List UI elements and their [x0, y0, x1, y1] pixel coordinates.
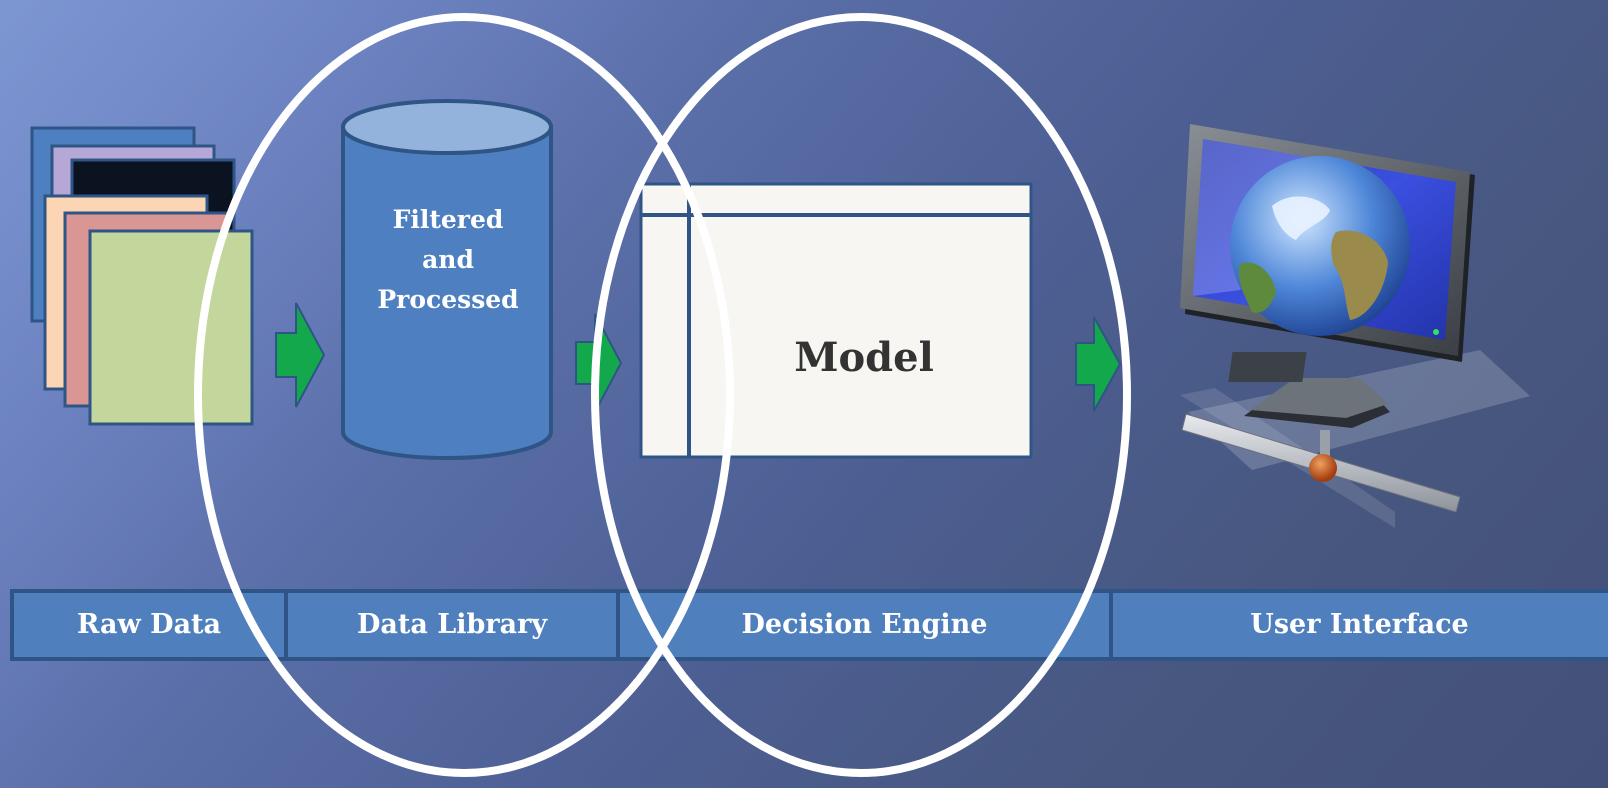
right-arrow-icon — [1075, 316, 1122, 412]
document-stack-icon — [30, 126, 254, 426]
document-sheet — [88, 229, 254, 426]
data-library-ellipse — [194, 13, 734, 777]
stage-label-decision-engine: Decision Engine — [741, 608, 988, 640]
computer-monitor-icon — [1180, 124, 1530, 528]
model-label: Model — [794, 334, 934, 381]
stage-label-data-library: Data Library — [356, 608, 548, 640]
database-label: Filtered and Processed — [343, 200, 553, 320]
stage-label-band — [10, 589, 1608, 661]
data-library-cell — [284, 589, 620, 661]
database-label-line3: Processed — [377, 285, 519, 314]
database-label-line1: Filtered — [392, 205, 504, 234]
stage-label-user-interface: User Interface — [1250, 608, 1469, 640]
right-arrow-icon — [275, 302, 326, 408]
stage-label-raw-data: Raw Data — [76, 608, 222, 640]
user-interface-cell — [1109, 589, 1608, 661]
database-cylinder-icon — [341, 99, 553, 460]
decision-engine-ellipse — [591, 13, 1131, 777]
database-label-line2: and — [422, 245, 474, 274]
